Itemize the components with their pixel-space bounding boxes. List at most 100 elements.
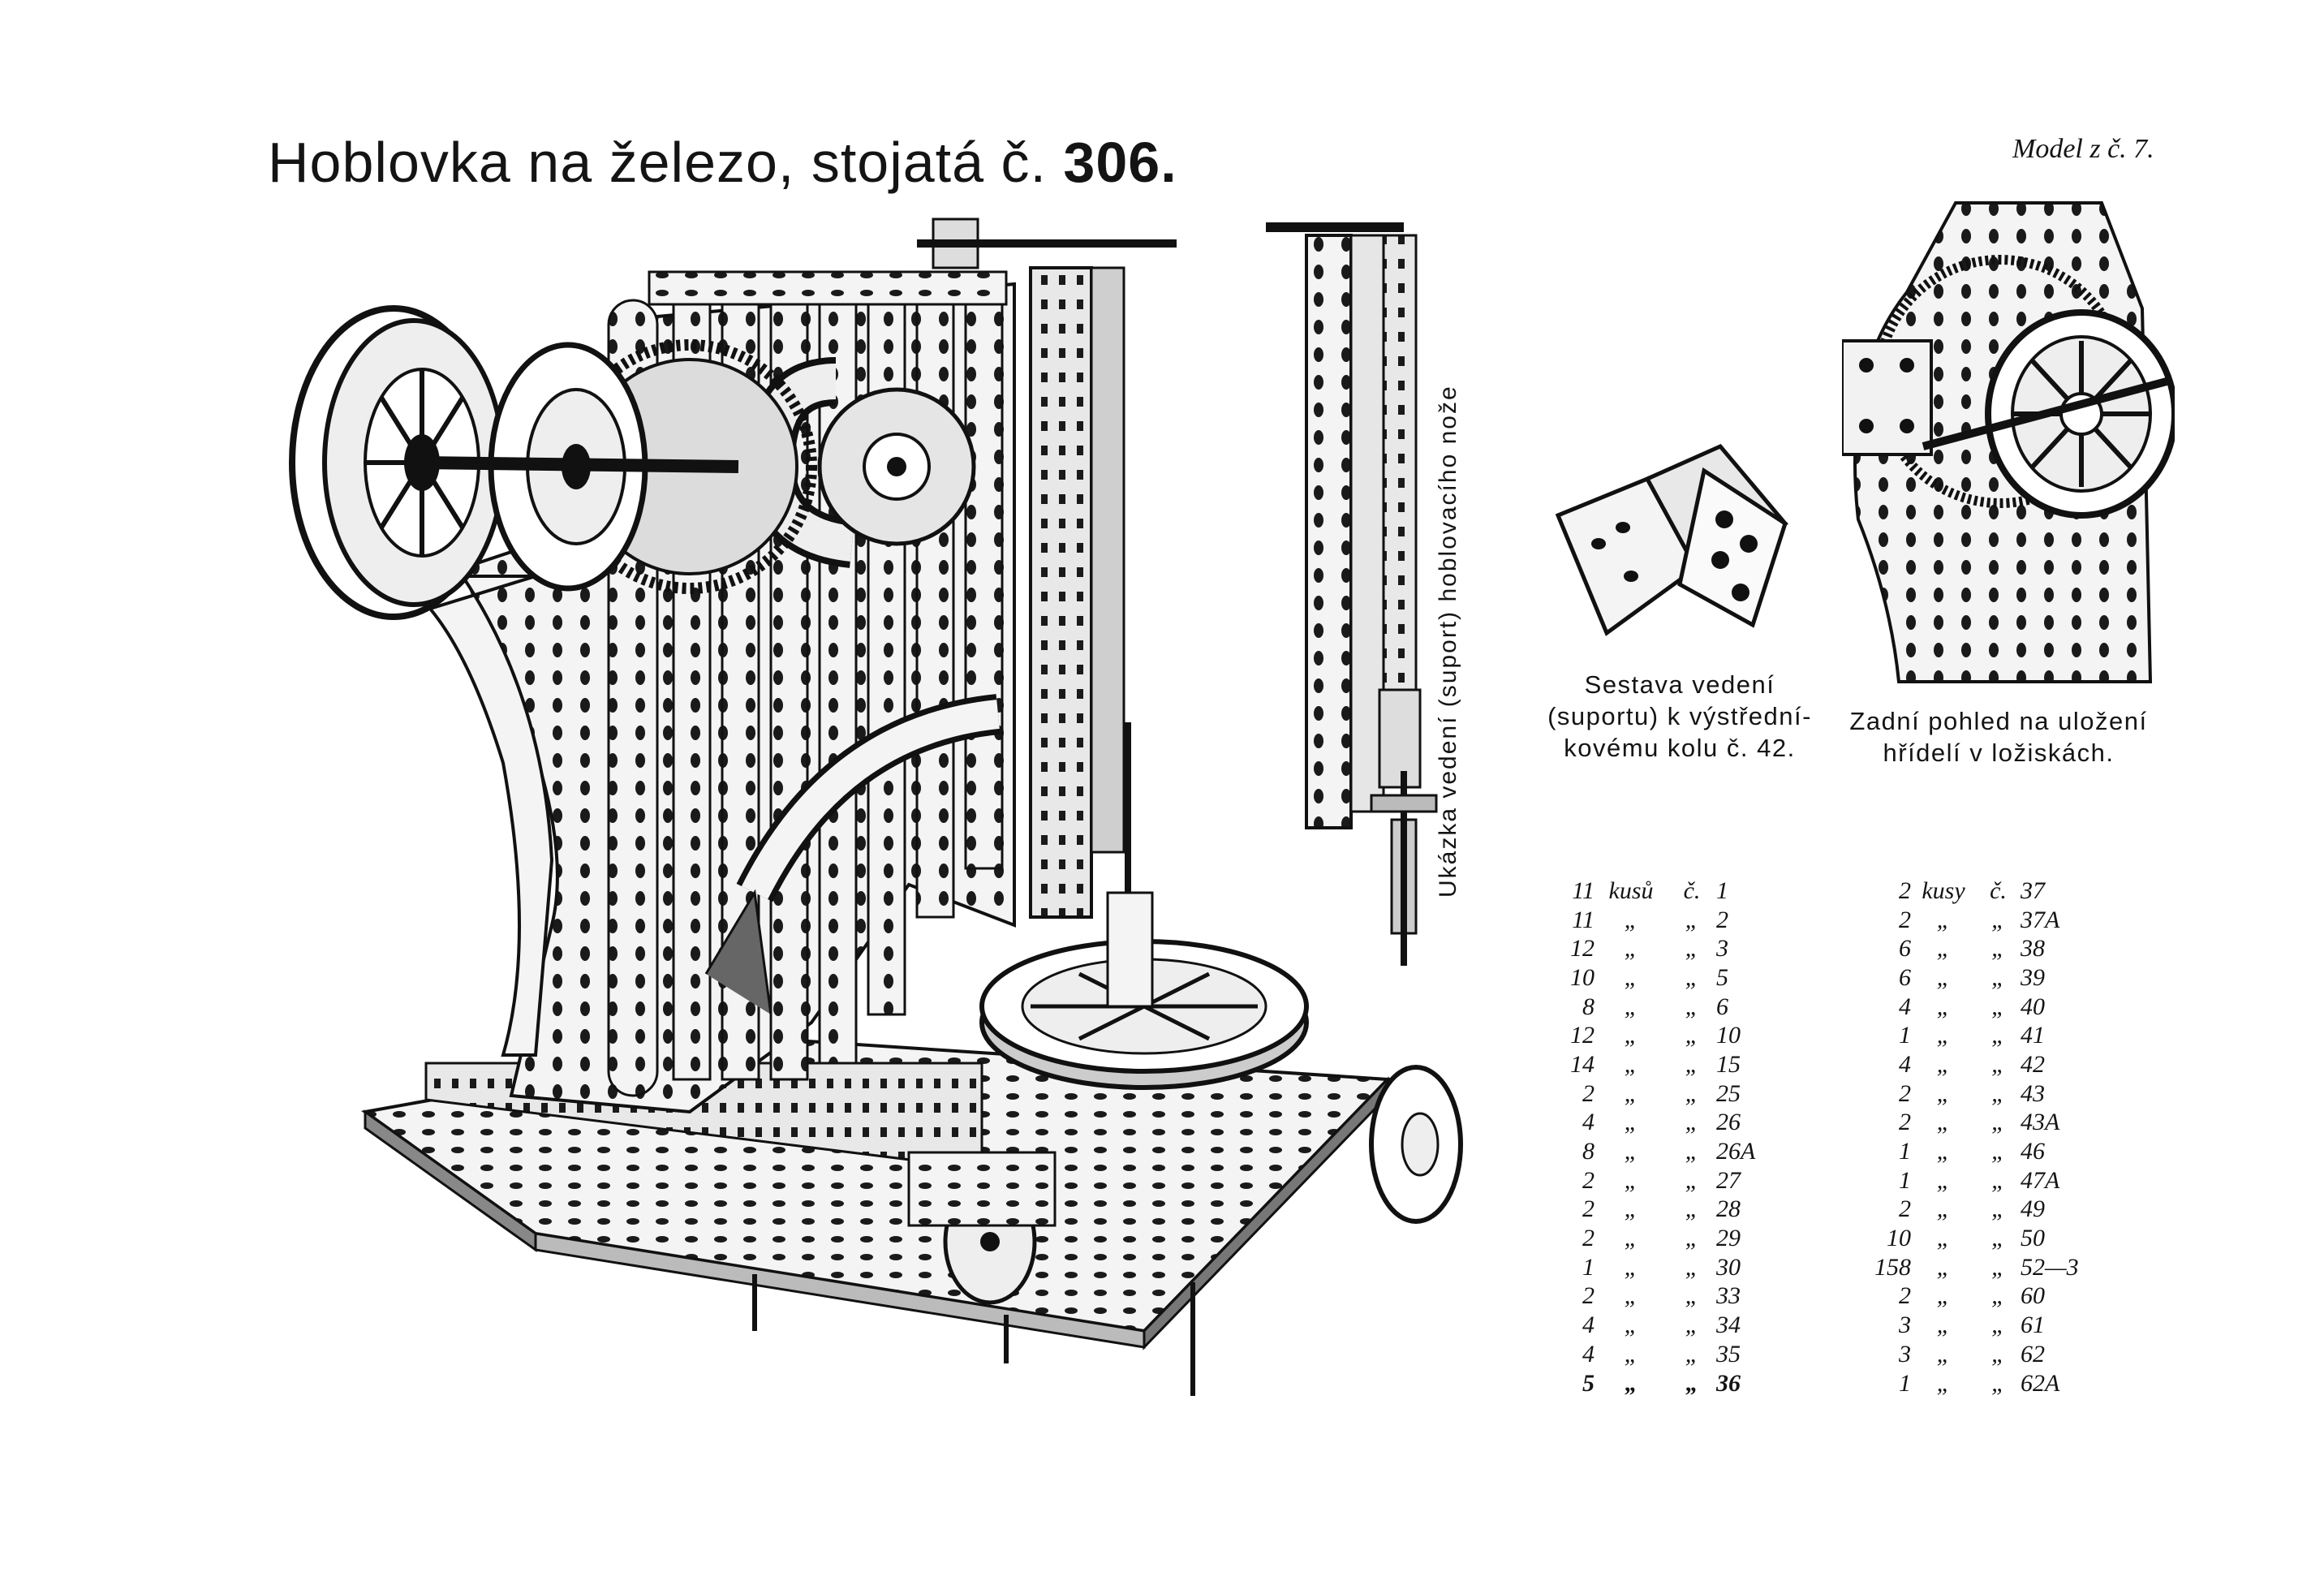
cutter-slide-illustration	[1266, 222, 1438, 966]
parts-qty: 12	[1570, 1022, 1595, 1049]
parts-row: 8„„6	[1554, 993, 1862, 1022]
parts-row: 2„„25	[1554, 1079, 1862, 1109]
parts-c: č.	[1683, 876, 1701, 904]
parts-qty: 3	[1899, 1312, 1911, 1339]
parts-c: „	[1685, 1282, 1699, 1310]
parts-num: 2	[1716, 906, 1728, 933]
parts-c: „	[1991, 1369, 2005, 1397]
parts-qty: 2	[1899, 1109, 1911, 1136]
parts-qty: 8	[1582, 1138, 1595, 1165]
small-wheel-right	[1369, 1065, 1463, 1224]
parts-c: „	[1685, 993, 1699, 1020]
parts-row: 4„„34	[1554, 1311, 1862, 1340]
parts-unit: „	[1624, 1282, 1638, 1310]
parts-c: „	[1685, 1109, 1699, 1136]
parts-row: 12„„10	[1554, 1021, 1862, 1050]
parts-qty: 158	[1874, 1253, 1911, 1281]
parts-unit: kusy	[1922, 876, 1965, 904]
slide-caption-vertical: Ukázka vedení (suport) hoblovacího nože	[1435, 385, 1461, 898]
parts-unit: „	[1624, 963, 1638, 991]
parts-c: „	[1685, 1050, 1699, 1078]
parts-c: „	[1991, 1253, 2005, 1281]
parts-num: 39	[2021, 963, 2045, 991]
parts-unit: „	[1936, 1109, 1951, 1136]
parts-row: 1„„46	[1854, 1137, 2179, 1166]
parts-num: 30	[1716, 1253, 1741, 1281]
parts-num: 61	[2021, 1312, 2045, 1339]
parts-qty: 8	[1582, 993, 1595, 1020]
parts-unit: „	[1625, 1369, 1638, 1397]
eccentric-wheel	[817, 387, 976, 546]
parts-qty: 2	[1899, 906, 1911, 933]
rear-caption-line: hřídelí v ložiskách.	[1883, 738, 2115, 767]
top-rail	[648, 270, 1008, 306]
parts-c: „	[1991, 906, 2005, 933]
parts-unit: „	[1936, 906, 1951, 933]
parts-row: 2„„27	[1554, 1166, 1862, 1195]
parts-c: „	[1991, 963, 2005, 991]
parts-unit: „	[1624, 993, 1638, 1020]
parts-num: 43	[2021, 1079, 2045, 1107]
parts-row: 2„„49	[1854, 1195, 2179, 1225]
parts-c: „	[1685, 1138, 1699, 1165]
parts-num: 50	[2021, 1225, 2045, 1252]
parts-num: 43A	[2021, 1109, 2060, 1136]
parts-qty: 2	[1582, 1195, 1595, 1223]
parts-c: „	[1991, 1079, 2005, 1107]
parts-unit: „	[1936, 1050, 1951, 1078]
parts-qty: 2	[1899, 1282, 1911, 1310]
parts-num: 38	[2021, 935, 2045, 963]
parts-row: 10„„5	[1554, 963, 1862, 993]
parts-c: „	[1991, 993, 2005, 1020]
guide-caption-line: kovému kolu č. 42.	[1564, 733, 1796, 762]
parts-c: „	[1685, 1166, 1699, 1194]
parts-num: 62A	[2021, 1369, 2060, 1397]
parts-qty: 2	[1899, 1079, 1911, 1107]
parts-c: „	[1991, 1166, 2005, 1194]
parts-row: 1„„30	[1554, 1253, 1862, 1282]
parts-c: „	[1685, 1369, 1698, 1397]
parts-unit: „	[1624, 1253, 1638, 1281]
parts-unit: „	[1936, 1138, 1951, 1165]
parts-unit: „	[1624, 906, 1638, 933]
parts-c: „	[1991, 1050, 2005, 1078]
parts-num: 3	[1716, 935, 1728, 963]
parts-qty: 10	[1887, 1225, 1911, 1252]
parts-row: 2„„29	[1554, 1224, 1862, 1253]
parts-unit: „	[1936, 1312, 1951, 1339]
parts-c: „	[1685, 935, 1699, 963]
parts-c: „	[1991, 1109, 2005, 1136]
parts-row: 2 „ „ 43A	[1854, 1109, 2179, 1138]
parts-num: 29	[1716, 1225, 1741, 1252]
title-text: Hoblovka na železo, stojatá č.	[268, 131, 1047, 194]
parts-unit: „	[1936, 1340, 1951, 1367]
parts-unit: „	[1936, 1282, 1951, 1310]
parts-qty: 1	[1899, 1369, 1911, 1397]
parts-row: 4„„35	[1554, 1340, 1862, 1369]
parts-unit: „	[1624, 1079, 1638, 1107]
parts-row: 4„„42	[1854, 1050, 2179, 1079]
parts-row: 6„„39	[1854, 963, 2179, 993]
parts-num: 33	[1716, 1282, 1741, 1310]
parts-row: 10„„50	[1854, 1224, 2179, 1253]
guide-caption: Sestava vedení (suportu) k výstřední- ko…	[1526, 670, 1834, 764]
parts-row: 2„„43	[1854, 1079, 2179, 1109]
parts-row: 5„„36	[1554, 1369, 1862, 1398]
parts-row: 4„„26	[1554, 1109, 1862, 1138]
parts-row: 6„„38	[1854, 934, 2179, 963]
parts-unit: „	[1624, 1225, 1638, 1252]
parts-row: 12„„3	[1554, 934, 1862, 963]
parts-num: 26A	[1716, 1138, 1756, 1165]
parts-c: „	[1685, 1195, 1699, 1223]
page-title: Hoblovka na železo, stojatá č. 306.	[268, 130, 1177, 195]
parts-qty: 4	[1582, 1312, 1595, 1339]
parts-c: „	[1685, 1340, 1699, 1367]
parts-qty: 10	[1570, 963, 1595, 991]
large-pulley	[289, 305, 506, 620]
parts-num: 26	[1716, 1109, 1741, 1136]
parts-row: 14„„15	[1554, 1050, 1862, 1079]
